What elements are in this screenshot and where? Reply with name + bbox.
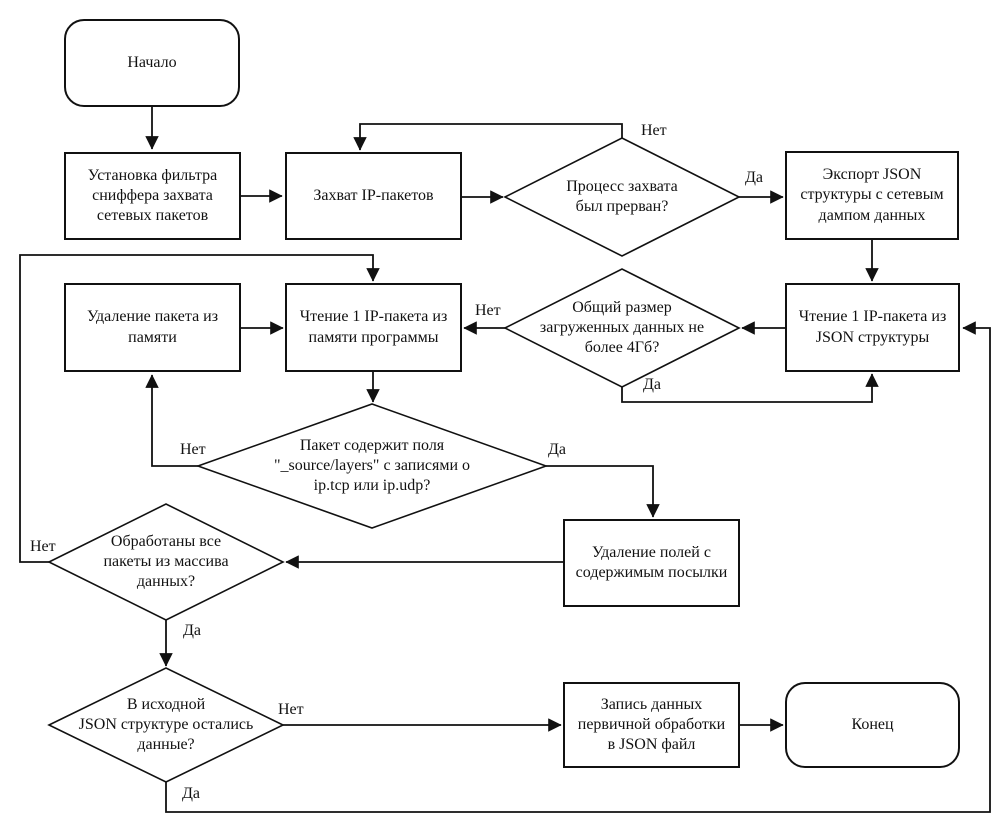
edge-label-contains-yes: Да <box>548 441 567 458</box>
edge-all-processed-no-loop <box>19 254 380 563</box>
edge-label-all-processed-no: Нет <box>30 538 56 555</box>
process-export-json: Экспорт JSON структуры с сетевым дампом … <box>785 151 959 240</box>
process-delete-fields: Удаление полей с содержимым посылки <box>563 519 740 607</box>
edge-label-contains-no: Нет <box>180 441 206 458</box>
process-read-memory: Чтение 1 IP-пакета из памяти программы <box>285 283 462 372</box>
process-read-json: Чтение 1 IP-пакета из JSON структуры <box>785 283 960 372</box>
edge-contains-no-to-delete-packet <box>145 374 198 467</box>
decision-all-processed-shape <box>47 503 285 621</box>
terminator-start: Начало <box>64 19 240 107</box>
terminator-end: Конец <box>785 682 960 768</box>
decision-all-processed-label: Обработаны все пакеты из массива данных? <box>103 532 229 591</box>
decision-size-check-shape <box>503 268 741 388</box>
process-delete-packet: Удаление пакета из памяти <box>64 283 241 372</box>
decision-contains-fields-label: Пакет содержит поля "_source/layers" с з… <box>273 436 471 495</box>
edge-interrupted-no-loop <box>353 123 623 151</box>
decision-data-left-label: В исходной JSON структуре остались данны… <box>78 695 254 754</box>
process-write-json: Запись данных первичной обработки в JSON… <box>563 682 740 768</box>
edge-label-data-left-no: Нет <box>278 701 304 718</box>
edge-label-size-check-no: Нет <box>475 302 501 319</box>
process-capture: Захват IP-пакетов <box>285 152 462 240</box>
edge-label-interrupted-no: Нет <box>641 122 667 139</box>
edge-contains-yes-to-delete-fields <box>546 465 660 518</box>
edge-data-left-yes-loop <box>165 321 991 813</box>
process-setup-filter: Установка фильтра сниффера захвата сетев… <box>64 152 241 240</box>
edge-label-size-check-yes: Да <box>643 376 662 393</box>
edge-label-all-processed-yes: Да <box>183 622 202 639</box>
edge-size-check-yes-to-read-json <box>621 373 879 403</box>
edge-label-data-left-yes: Да <box>182 785 201 802</box>
decision-size-check-label: Общий размер загруженных данных не более… <box>539 298 705 357</box>
edge-label-interrupted-yes: Да <box>745 169 764 186</box>
decision-interrupted-label: Процесс захвата был прерван? <box>566 177 678 215</box>
